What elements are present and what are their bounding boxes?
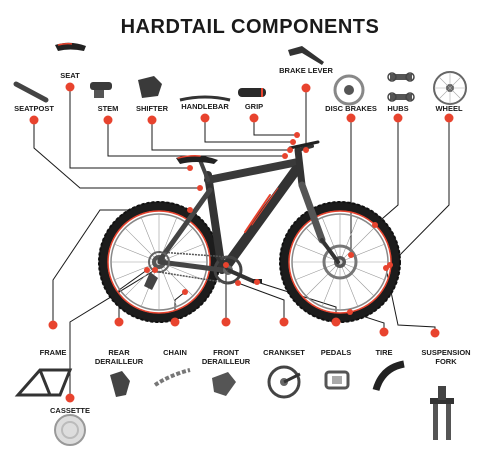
label-tire: TIRE	[364, 348, 404, 357]
brake-lever-icon	[288, 46, 324, 65]
front-derailleur-icon	[212, 372, 236, 396]
label-hubs: HUBS	[380, 104, 416, 113]
label-stem: STEM	[88, 104, 128, 113]
label-grip: GRIP	[234, 102, 274, 111]
bottom-icons	[18, 364, 454, 445]
label-wheel: WHEEL	[429, 104, 469, 113]
label-shifter: SHIFTER	[127, 104, 177, 113]
label-cassette: CASSETTE	[40, 406, 100, 415]
frame-icon	[18, 370, 70, 395]
label-suspension-fork: SUSPENSION FORK	[410, 348, 482, 366]
seatpost-icon	[16, 84, 46, 100]
suspension-fork-icon	[433, 400, 438, 440]
rear-derailleur-icon	[110, 371, 130, 397]
label-chain: CHAIN	[150, 348, 200, 357]
label-crankset: CRANKSET	[256, 348, 312, 357]
label-disc-brakes: DISC BRAKES	[321, 104, 381, 113]
label-brake-lever: BRAKE LEVER	[271, 66, 341, 75]
stem-icon	[90, 82, 112, 90]
label-seatpost: SEATPOST	[4, 104, 64, 113]
label-handlebar: HANDLEBAR	[175, 102, 235, 111]
chain-icon	[155, 370, 190, 385]
handlebar-icon	[180, 97, 230, 100]
label-seat: SEAT	[50, 71, 90, 80]
tire-icon	[376, 364, 404, 390]
label-pedals: PEDALS	[311, 348, 361, 357]
cassette-icon	[55, 415, 85, 445]
label-rear-derailleur: REAR DERAILLEUR	[94, 348, 144, 366]
label-front-derailleur: FRONT DERAILLEUR	[201, 348, 251, 366]
shifter-icon	[138, 76, 162, 98]
hubs-icon	[390, 74, 412, 80]
label-frame: FRAME	[28, 348, 78, 357]
